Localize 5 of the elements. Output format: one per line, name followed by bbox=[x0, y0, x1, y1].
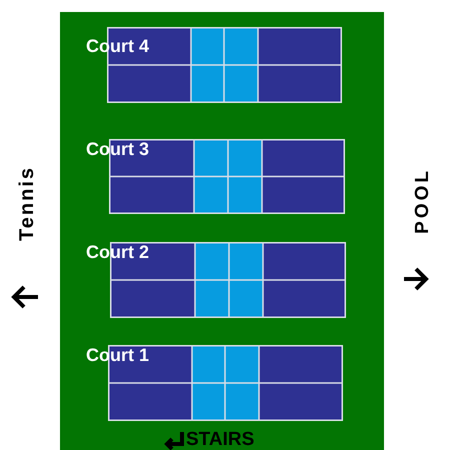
direction-label: STAIRS bbox=[186, 430, 254, 450]
court-label: Court 2 bbox=[86, 242, 149, 262]
court-label: Court 3 bbox=[86, 139, 149, 159]
direction-label: Tennis bbox=[16, 166, 38, 241]
direction-label: POOL bbox=[412, 168, 434, 234]
